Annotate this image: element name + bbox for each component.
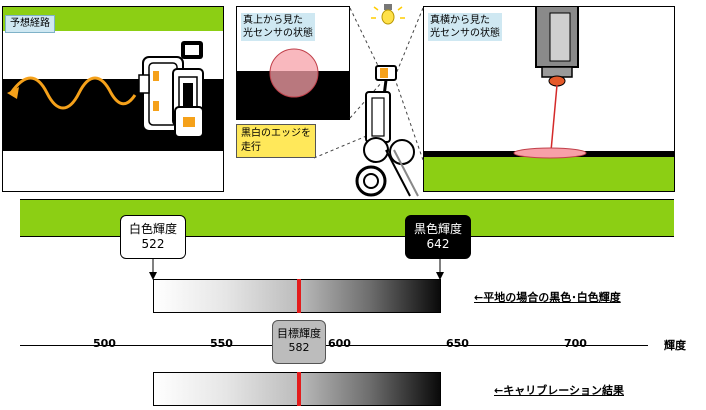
- robot-side-view: [355, 65, 419, 197]
- side-view-panel: 真横から見た 光センサの状態: [423, 6, 675, 192]
- axis-tick-550: 550: [210, 337, 233, 350]
- route-panel-label: 予想経路: [5, 15, 55, 33]
- target-luminance-callout: 目標輝度 582: [272, 320, 326, 364]
- sensor-spot-top: [269, 48, 319, 98]
- predicted-path: [9, 76, 137, 110]
- edge-note: 黒白のエッジを 走行: [236, 124, 316, 158]
- route-drawing: [7, 41, 204, 138]
- axis-tick-500: 500: [93, 337, 116, 350]
- axis-tick-650: 650: [446, 337, 469, 350]
- flat-target-line: [297, 279, 301, 313]
- sensor-beam: [550, 84, 558, 152]
- path-arrow-head: [7, 87, 19, 99]
- route-panel: 予想経路: [2, 6, 224, 192]
- side-view-panel-label: 真横から見た 光センサの状態: [428, 13, 502, 41]
- calibration-caption: ←キャリブレーション結果: [494, 384, 624, 397]
- top-view-drawing: [269, 48, 319, 98]
- robot-top-view: [138, 41, 204, 138]
- lamp-icon: [371, 4, 405, 25]
- side-view-drawing: [513, 7, 587, 159]
- calibration-target-line: [297, 372, 301, 406]
- sensor-housing: [535, 7, 579, 87]
- axis-tick-700: 700: [564, 337, 587, 350]
- white-luminance-callout: 白色輝度 522: [120, 215, 186, 259]
- axis-label: 輝度: [664, 339, 686, 352]
- top-view-panel-label: 真上から見た 光センサの状態: [241, 13, 315, 41]
- luminance-axis-line: [20, 345, 648, 346]
- top-view-panel: 真上から見た 光センサの状態: [236, 6, 350, 120]
- side-view-green-floor: [424, 157, 674, 191]
- sensor-spot-side: [513, 147, 587, 159]
- axis-tick-600: 600: [328, 337, 351, 350]
- black-luminance-callout: 黒色輝度 642: [405, 215, 471, 259]
- flat-caption: ←平地の場合の黒色･白色輝度: [474, 291, 621, 304]
